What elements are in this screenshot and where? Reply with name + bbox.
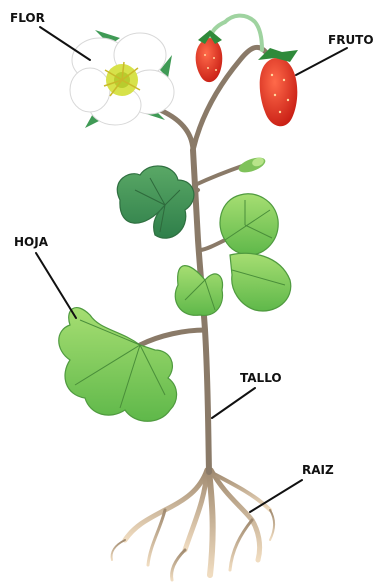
flower <box>70 30 174 128</box>
stem-label: TALLO <box>240 371 282 385</box>
right-upper-leaf <box>220 194 278 255</box>
label-fruit: FRUTO <box>296 33 374 75</box>
upper-dark-leaf <box>117 166 194 238</box>
label-leaf: HOJA <box>14 235 76 318</box>
leaf-label: HOJA <box>14 235 49 249</box>
label-flower: FLOR <box>10 11 90 60</box>
root-leader-line <box>250 480 302 512</box>
root-label: RAIZ <box>302 463 334 477</box>
fruit-leader-line <box>296 48 347 75</box>
lower-leaf <box>59 308 177 422</box>
label-stem: TALLO <box>212 371 282 418</box>
flower-label: FLOR <box>10 11 45 25</box>
roots <box>112 470 275 580</box>
bud <box>237 155 267 176</box>
stem-leader-line <box>212 388 255 418</box>
middle-leaf <box>175 253 291 315</box>
fruit-label: FRUTO <box>328 33 374 47</box>
leaf-leader-line <box>36 253 76 318</box>
strawberry-large <box>258 48 298 126</box>
label-root: RAIZ <box>250 463 334 512</box>
